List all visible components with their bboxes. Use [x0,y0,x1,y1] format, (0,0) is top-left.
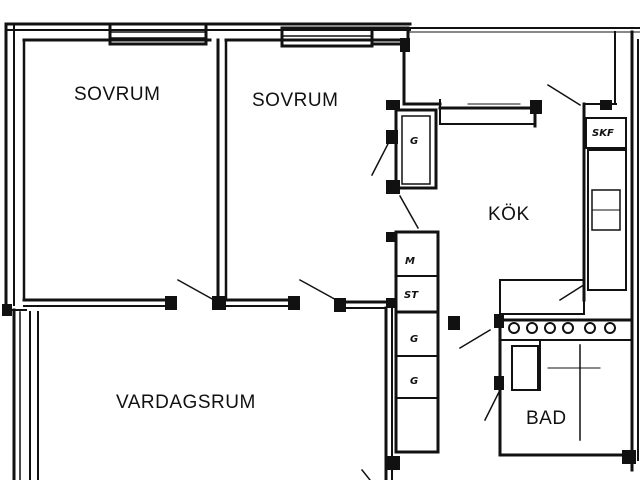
window-top-1 [108,22,208,46]
room-label-bad: BAD [526,408,567,429]
room-label-vardagsrum: VARDAGSRUM [116,392,256,413]
fixture-label-closet: G [410,136,418,147]
fixture-label-wardrobe-top: M [405,256,415,267]
kitchen-right-wall [582,30,639,472]
door-swings [176,83,584,480]
bedroom-1-walls [22,38,220,307]
fixture-label-wardrobe-lower: G [410,334,418,345]
exterior-wall-left [3,22,27,312]
window-top-3 [370,26,410,46]
corridor-wall [338,300,394,480]
fixture-label-kitchen-cabinet: SKF [592,128,614,139]
wardrobe-column [394,230,440,454]
wall-hatches [2,38,636,470]
bedroom-2-walls [216,38,406,307]
fixture-labels: G M ST G G SKF [404,128,614,387]
room-label-sovrum-2: SOVRUM [252,90,339,111]
kitchen-counter [585,117,627,291]
fixture-label-wardrobe-middle: ST [404,290,419,301]
room-label-sovrum-1: SOVRUM [74,84,161,105]
room-label-kok: KÖK [488,204,530,225]
exterior-wall-top [4,22,640,33]
kitchen-wall-top [402,99,537,128]
exterior-wall-left-lower [12,308,39,480]
bathroom-fixture-row [508,322,616,334]
fixture-label-wardrobe-bottom: G [410,376,418,387]
closet-box [394,108,438,190]
